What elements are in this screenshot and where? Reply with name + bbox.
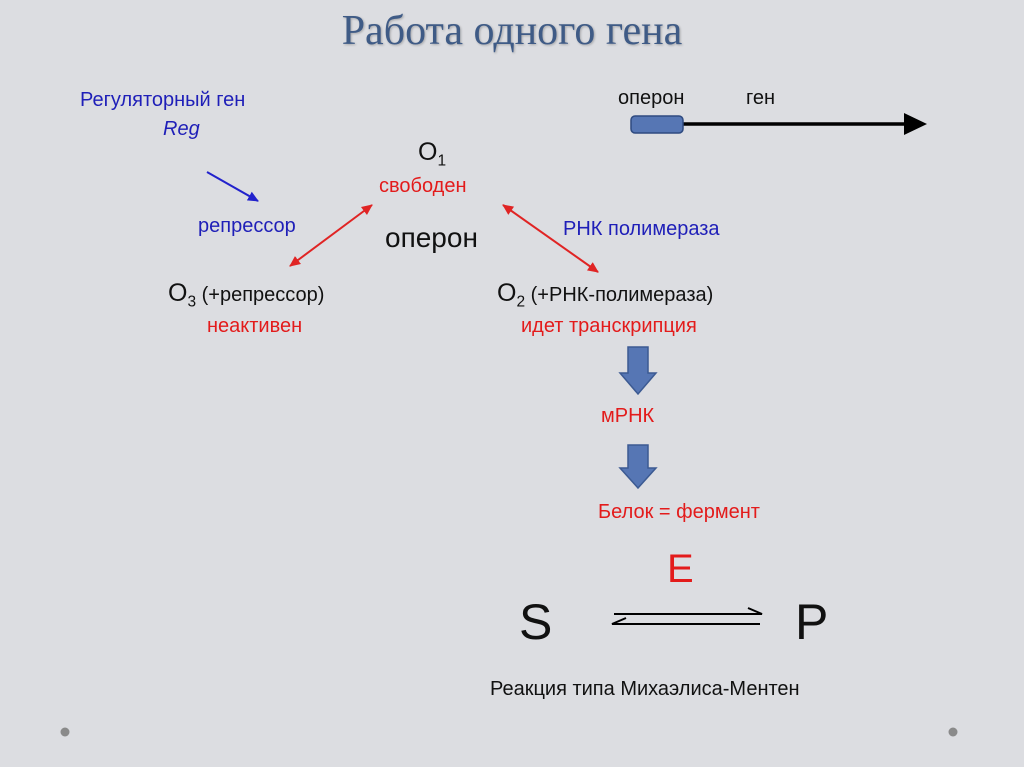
o3-index: 3 — [187, 293, 197, 311]
operon-center-label: оперон — [385, 222, 478, 253]
o2-note: (+РНК-полимераза) — [530, 284, 714, 306]
o2-index: 2 — [516, 293, 526, 311]
o1-index: 1 — [437, 152, 447, 170]
o3-label: O3 (+репрессор) — [168, 279, 325, 310]
gene-bar — [630, 113, 927, 135]
corner-dot-right — [948, 727, 958, 737]
down-arrow-mrna — [618, 346, 658, 396]
reaction-caption: Реакция типа Михаэлиса-Ментен — [490, 678, 800, 700]
reverse-reaction-head — [611, 617, 627, 625]
protein-label: Белок = фермент — [598, 501, 760, 523]
rna-polymerase-label: РНК полимераза — [563, 218, 720, 240]
substrate-label: S — [519, 594, 553, 650]
operon-block — [630, 115, 684, 134]
corner-dot-left — [60, 727, 70, 737]
regulatory-gene-label: Регуляторный ген — [80, 89, 246, 111]
down-arrow-protein — [618, 444, 658, 490]
o3-state: неактивен — [207, 315, 303, 337]
reg-gene-name: Reg — [163, 118, 200, 140]
o1-state: свободен — [379, 175, 467, 197]
operon-bar-label: оперон — [618, 87, 685, 109]
forward-reaction-head — [747, 607, 763, 615]
arrow-o1-o2 — [502, 204, 599, 273]
gene-arrowhead — [904, 113, 927, 135]
regulatory-arrow — [206, 171, 259, 202]
slide-title: Работа одного гена — [341, 8, 683, 54]
o1-letter: O — [418, 138, 438, 166]
enzyme-label: E — [667, 547, 694, 591]
o3-letter: O — [168, 279, 188, 307]
arrow-o1-o3 — [289, 204, 373, 267]
mrna-label: мРНК — [601, 405, 655, 427]
product-label: P — [795, 594, 829, 650]
gene-bar-label: ген — [746, 87, 776, 109]
o1-label: O1 — [418, 138, 446, 169]
o3-note: (+репрессор) — [201, 284, 325, 306]
repressor-label: репрессор — [198, 215, 296, 237]
o2-label: O2 (+РНК-полимераза) — [497, 279, 714, 310]
o2-state: идет транскрипция — [521, 315, 697, 337]
o2-letter: O — [497, 279, 517, 307]
